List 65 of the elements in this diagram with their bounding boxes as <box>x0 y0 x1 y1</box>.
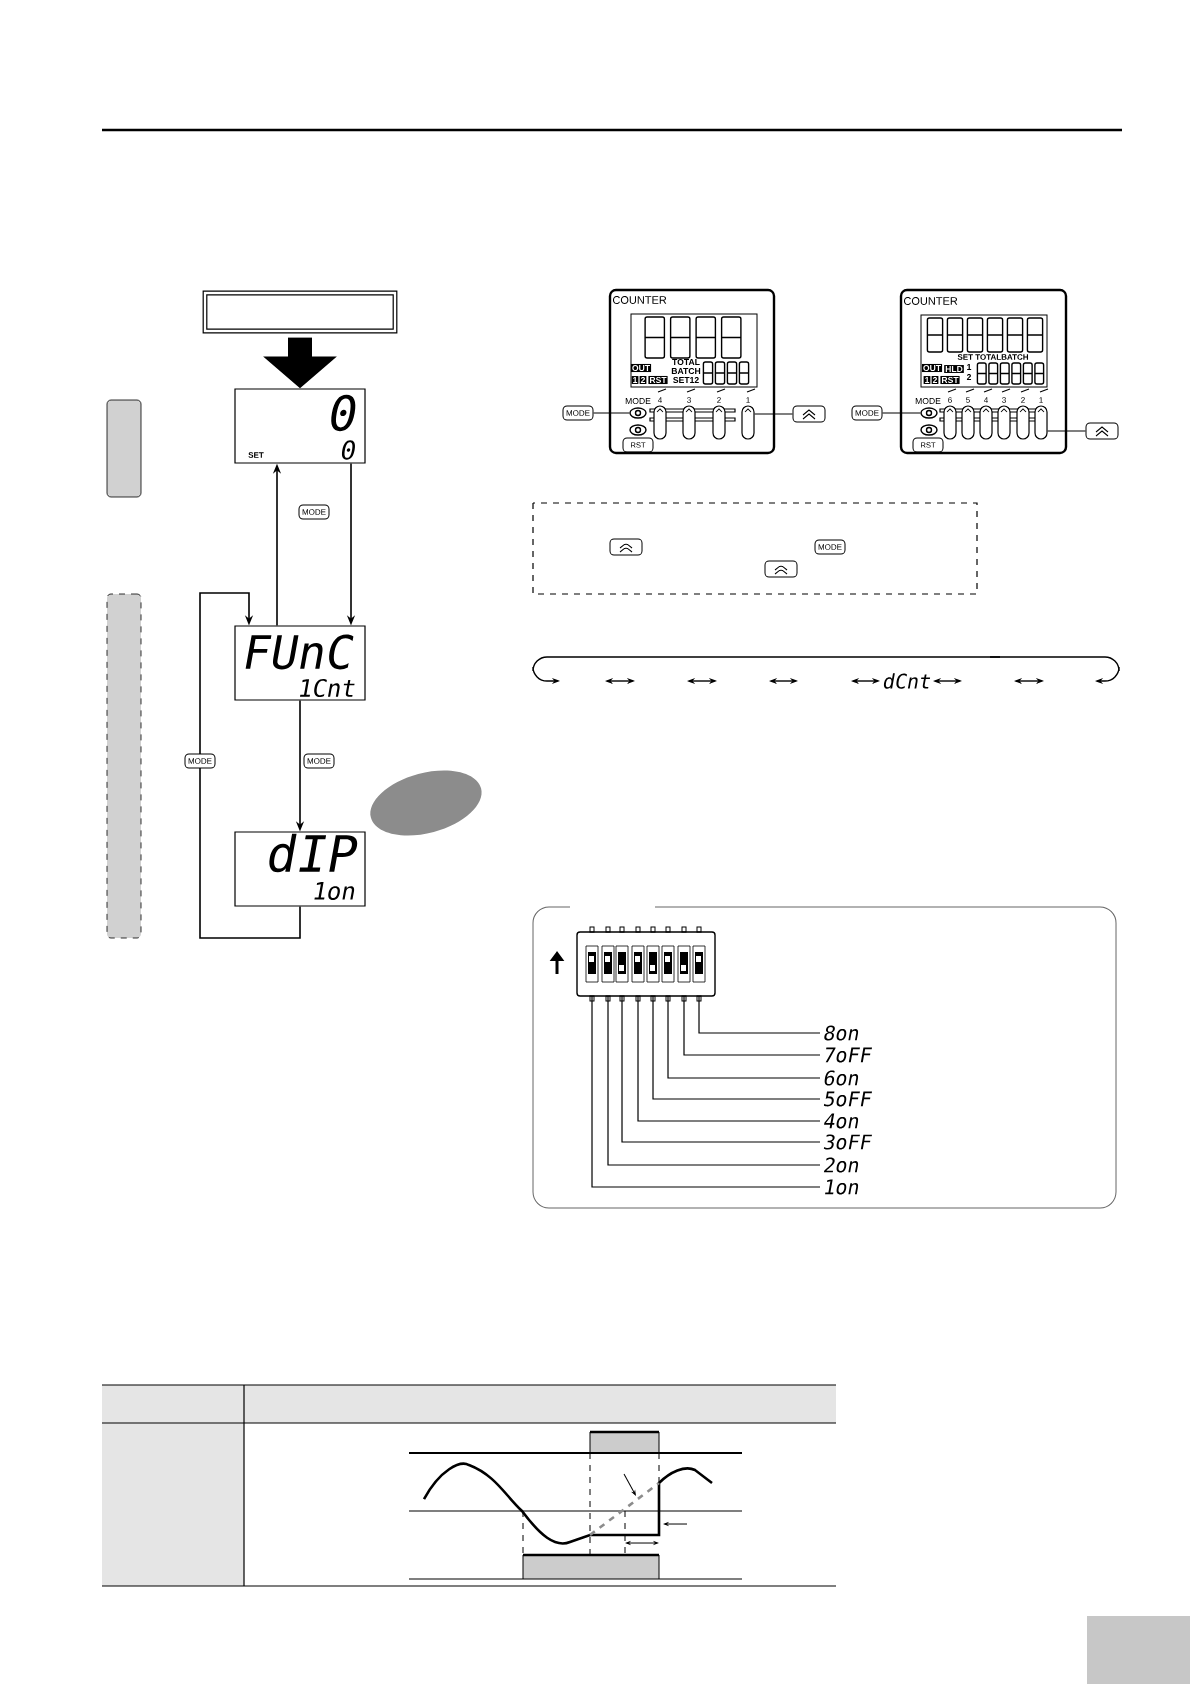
indicator-label: 2 <box>931 376 939 384</box>
panel-label: 1 <box>967 364 972 370</box>
panel-label: 4 <box>657 397 662 403</box>
panel-label: SET12 <box>673 376 699 384</box>
leader-line <box>637 995 821 1122</box>
panel-title: COUNTER <box>903 297 958 305</box>
indicator-label: 1 <box>923 376 931 384</box>
leader-line <box>698 995 821 1034</box>
leader-line <box>683 995 821 1056</box>
lcd-display: dIP 1on <box>234 831 366 907</box>
switch-setting: 8on <box>824 1025 859 1041</box>
indicator-label: OUT <box>630 363 652 373</box>
indicator-label: 2 <box>639 376 647 384</box>
leader-line <box>652 995 821 1100</box>
arrow <box>199 592 301 939</box>
leader-line <box>621 995 821 1143</box>
digit-key <box>741 405 755 440</box>
lcd-display: 0 SET 0 <box>234 388 366 464</box>
lcd-text: dCnt <box>883 673 931 689</box>
oval-badge <box>370 770 482 836</box>
switch-setting: 4on <box>824 1113 859 1129</box>
indicator-label: 1 <box>631 376 639 384</box>
side-tab <box>106 593 142 939</box>
mode-key: MODE <box>851 405 883 421</box>
key-label: MODE <box>298 504 330 520</box>
panel-label: 2 <box>966 374 972 380</box>
side-tab <box>106 399 142 498</box>
leader-line <box>667 995 821 1079</box>
panel-label: 2 <box>717 397 721 403</box>
dip-switch <box>576 926 716 1002</box>
panel-label: SET TOTALBATCH <box>957 354 1029 360</box>
switch-setting: 6on <box>824 1070 859 1086</box>
switch-setting: 2on <box>823 1157 859 1173</box>
edge-label: MODE <box>303 753 335 769</box>
leader-line <box>607 995 821 1166</box>
panel-label: TOTAL <box>672 358 700 366</box>
mode-button <box>920 407 938 419</box>
mode-button <box>629 407 647 419</box>
mode-key: MODE <box>562 405 594 421</box>
leader-line <box>881 412 921 414</box>
indicator-label: OUT <box>921 363 943 373</box>
switch-setting: 5oFF <box>823 1091 872 1107</box>
panel-label: 3 <box>1002 397 1006 403</box>
switch-setting: 1on <box>825 1179 859 1195</box>
digit-key <box>1034 405 1048 440</box>
leader-line <box>1047 430 1087 432</box>
switch-setting: 3oFF <box>823 1134 872 1150</box>
switch-setting: 7oFF <box>825 1047 872 1063</box>
lcd-display: FUnC 1Cnt <box>234 625 366 701</box>
key-label: MODE <box>814 539 846 555</box>
panel-label: 6 <box>948 397 952 403</box>
leader-line <box>592 412 630 414</box>
panel-label: 4 <box>983 397 988 403</box>
up-key-icon <box>1085 422 1119 440</box>
panel-label: 5 <box>966 397 970 403</box>
panel-label: BATCH <box>671 367 701 375</box>
leader-line <box>754 413 794 415</box>
panel-label: 3 <box>687 397 691 403</box>
empty-box <box>202 290 398 334</box>
edge-label: MODE <box>184 753 216 769</box>
leader-line <box>591 995 821 1188</box>
panel-label: 2 <box>1021 397 1025 403</box>
panel-title: COUNTER <box>612 296 667 304</box>
up-key-icon <box>792 405 826 423</box>
indicator-label: HLD <box>944 365 964 373</box>
